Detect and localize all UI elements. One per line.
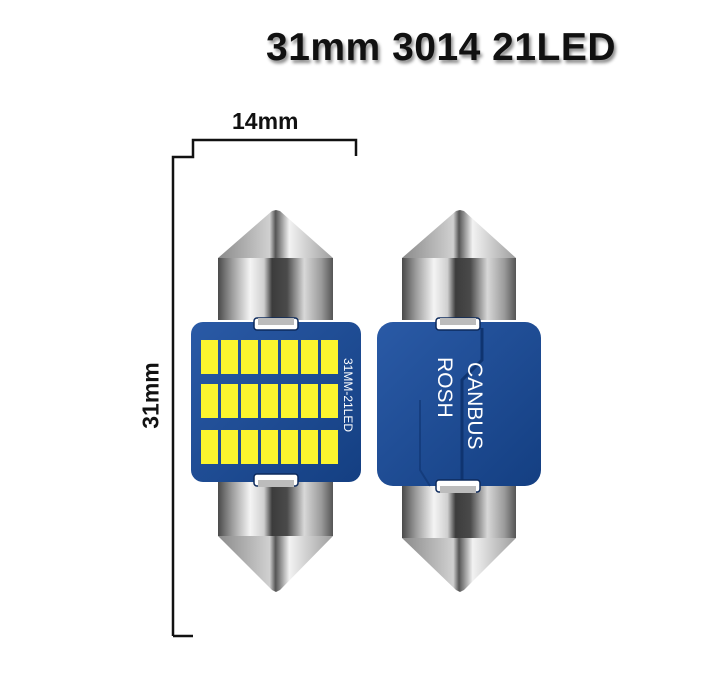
dimension-lines (171, 138, 358, 638)
canbus-label: CANBUS (463, 362, 486, 450)
back-bulb-canbus-side: CANBUS ROSH (377, 210, 541, 592)
led-array (201, 340, 338, 464)
front-bulb-led-side: 31MM-21LED (191, 210, 361, 592)
rosh-label: ROSH (433, 357, 456, 418)
front-pcb-label: 31MM-21LED (341, 358, 355, 432)
product-title: 31mm 3014 21LED (266, 26, 617, 69)
width-dimension-label: 14mm (232, 108, 299, 134)
